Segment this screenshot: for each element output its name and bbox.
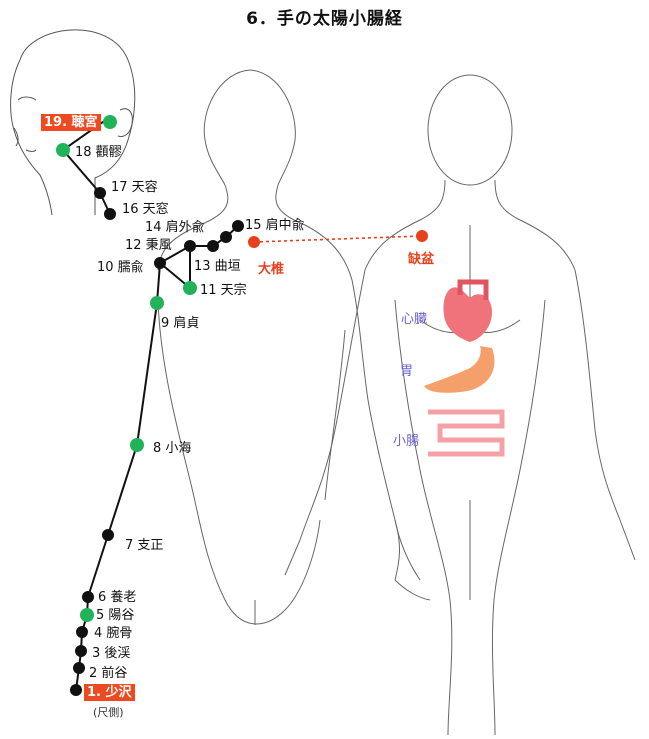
point-2 — [73, 662, 85, 674]
dashed-connector — [253, 235, 423, 243]
label-point-2: 2 前谷 — [89, 666, 128, 681]
label-point-4: 4 腕骨 — [94, 626, 133, 641]
label-point-7: 7 支正 — [125, 538, 164, 553]
label-point-13: 13 曲垣 — [194, 259, 241, 274]
label-point-12: 12 秉風 — [125, 238, 172, 253]
point-16 — [104, 208, 116, 220]
organs — [424, 279, 505, 457]
point-14 — [220, 231, 232, 243]
label-point-1: 1. 少沢 — [84, 684, 135, 701]
label-heart: 心臓 — [401, 312, 428, 327]
back-body-illustration — [157, 69, 431, 625]
label-point-14: 14 肩外兪 — [145, 220, 205, 235]
point-7 — [102, 529, 114, 541]
point-15 — [232, 220, 244, 232]
label-point-19: 19. 聴宮 — [41, 114, 101, 131]
label-point-8: 8 小海 — [153, 441, 192, 456]
point-quepen — [416, 230, 428, 242]
point-13 — [207, 240, 219, 252]
point-17 — [94, 187, 106, 199]
label-point-9: 9 肩貞 — [161, 316, 200, 331]
point-11 — [183, 281, 197, 295]
small-intestine-shape — [428, 409, 505, 457]
point-10 — [154, 257, 166, 269]
label-point-15: 15 肩中兪 — [245, 218, 305, 233]
heart-shape — [443, 287, 492, 342]
head-illustration — [10, 29, 136, 216]
point-18 — [56, 143, 70, 157]
label-quepen: 缺盆 — [408, 252, 435, 267]
label-point-6: 6 養老 — [98, 590, 137, 605]
point-8 — [130, 438, 144, 452]
label-point-11: 11 天宗 — [200, 283, 247, 298]
label-dazhui: 大椎 — [258, 262, 285, 277]
label-stomach: 胃 — [400, 364, 414, 379]
front-body-illustration — [284, 74, 636, 736]
stomach-shape — [424, 346, 495, 393]
point-3 — [75, 645, 87, 657]
point-6 — [82, 591, 94, 603]
label-small-intestine: 小腸 — [393, 434, 420, 449]
label-point-1-note: (尺側) — [93, 706, 124, 719]
label-point-10: 10 臑兪 — [97, 260, 144, 275]
page-title: 6．手の太陽小腸経 — [246, 9, 403, 29]
point-12 — [184, 240, 196, 252]
acupoints — [56, 115, 428, 696]
point-4 — [76, 626, 88, 638]
label-point-5: 5 陽谷 — [96, 608, 135, 623]
point-dazhui — [248, 236, 260, 248]
label-point-16: 16 天窓 — [122, 202, 169, 217]
point-1 — [70, 684, 82, 696]
label-point-17: 17 天容 — [111, 180, 158, 195]
point-19 — [103, 115, 117, 129]
point-9 — [150, 296, 164, 310]
label-point-3: 3 後渓 — [92, 646, 131, 661]
aorta-shape — [457, 279, 489, 300]
point-5 — [80, 608, 94, 622]
label-point-18: 18 顴髎 — [75, 145, 122, 160]
